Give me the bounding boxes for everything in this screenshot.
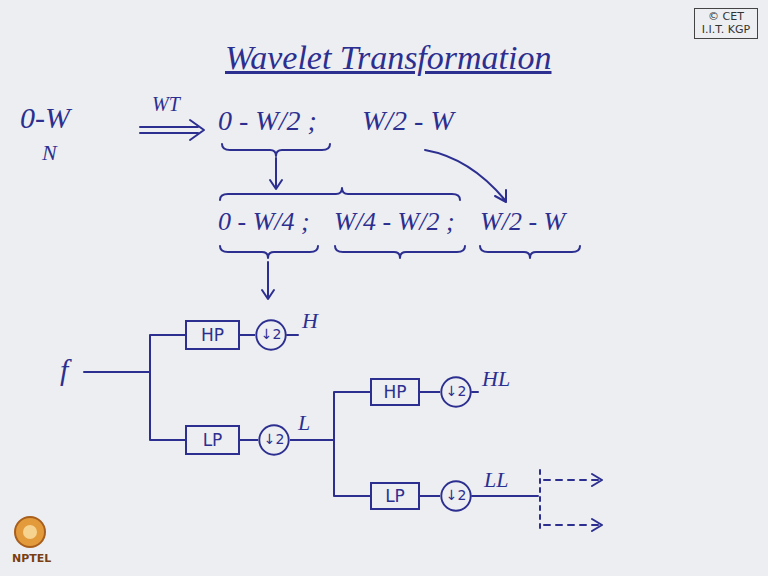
watermark: © CET I.I.T. KGP (694, 8, 758, 39)
circle-outline (441, 481, 470, 510)
downsample-factor: ↓2 (446, 384, 467, 399)
filter-box: HP (370, 378, 420, 406)
filter-box: HP (185, 320, 240, 350)
signal-wire (420, 495, 440, 497)
signal-name: f (60, 352, 68, 388)
band-label: W/2 - W (480, 206, 565, 237)
downsampler-circle: ↓2 (440, 480, 472, 512)
signal-wire (420, 391, 440, 393)
output-name: L (298, 410, 310, 436)
output-wire (472, 391, 478, 393)
dotted-line (539, 470, 541, 530)
nptel-logo (15, 517, 45, 547)
output-name: HL (482, 366, 510, 392)
filter-box: LP (370, 482, 420, 510)
signal-wire (290, 440, 370, 496)
brace (220, 188, 460, 200)
circle-outline (259, 425, 288, 454)
brace (222, 144, 330, 156)
double-arrow (140, 120, 204, 140)
brace (220, 246, 318, 258)
arrow-head (592, 474, 602, 531)
downsampler-circle: ↓2 (440, 376, 472, 408)
downsampler-circle: ↓2 (258, 424, 290, 456)
output-wire (287, 334, 298, 336)
signal-wire (240, 439, 258, 441)
filter-name: HP (201, 326, 224, 345)
filter-name: HP (383, 383, 406, 402)
circle-outline (256, 320, 285, 349)
input-wire (84, 335, 185, 440)
down-arrow (270, 158, 282, 189)
band-label: W/2 - W (362, 104, 454, 138)
circle-outline (441, 377, 470, 406)
brace (335, 246, 465, 258)
downsampler-circle: ↓2 (255, 319, 287, 351)
band-label: 0-W (20, 100, 70, 136)
filter-name: LP (385, 487, 405, 506)
band-label: W/4 - W/2 ; (334, 206, 455, 237)
band-label: 0 - W/2 ; (218, 104, 317, 138)
filter-name: LP (203, 431, 223, 450)
output-name: LL (484, 467, 508, 493)
downsample-factor: ↓2 (264, 432, 285, 447)
transform-label: WT (152, 92, 180, 116)
logo-text: NPTEL (12, 552, 51, 565)
dashed-arrow (544, 480, 598, 525)
slide-title: Wavelet Transformation (225, 38, 552, 79)
down-arrow (262, 262, 274, 299)
signal-wire (290, 392, 370, 440)
output-name: H (302, 308, 318, 334)
downsample-factor: ↓2 (261, 327, 282, 342)
sample-count: N (42, 140, 57, 166)
output-wire (472, 495, 538, 497)
filter-box: LP (185, 425, 240, 455)
brace (480, 246, 580, 258)
downsample-factor: ↓2 (446, 488, 467, 503)
signal-wire (240, 334, 255, 336)
band-label: 0 - W/4 ; (218, 206, 310, 237)
